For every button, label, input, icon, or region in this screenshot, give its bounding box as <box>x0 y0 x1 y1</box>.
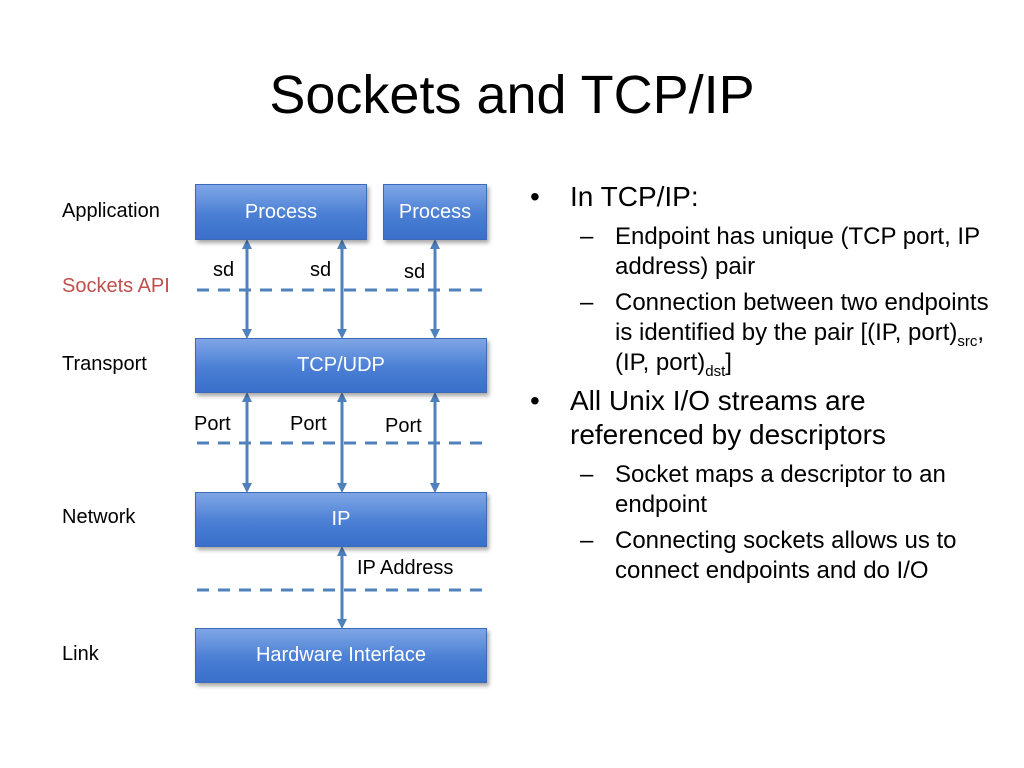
slide-title: Sockets and TCP/IP <box>269 65 755 125</box>
subscript-src: src <box>957 332 978 350</box>
sub-bullet-socket-maps: – Socket maps a descriptor to an endpoin… <box>530 460 1000 520</box>
bullet-icon: • <box>530 385 540 416</box>
ip-address-label: IP Address <box>357 557 454 579</box>
sub-bullet-endpoint: – Endpoint has unique (TCP port, IP addr… <box>530 222 1000 282</box>
layer-label-link: Link <box>62 643 99 665</box>
bullet-icon: • <box>530 181 540 212</box>
bullet-in-tcp-ip: • In TCP/IP: <box>530 180 1000 214</box>
sub-bullet-text: Endpoint has unique (TCP port, IP addres… <box>615 223 980 280</box>
hardware-interface-box: Hardware Interface <box>195 628 487 683</box>
port-label-1: Port <box>194 413 231 435</box>
sd-label-3: sd <box>404 261 426 283</box>
sd-label-1: sd <box>213 259 235 281</box>
subscript-dst: dst <box>705 362 726 380</box>
sd-label-2: sd <box>310 259 332 281</box>
ip-box: IP <box>195 492 487 547</box>
port-label-3: Port <box>385 415 422 437</box>
dash-icon: – <box>580 223 594 250</box>
process-box-1: Process <box>195 184 367 240</box>
layer-label-sockets-api: Sockets API <box>62 275 170 297</box>
sub-bullet-connecting-sockets: – Connecting sockets allows us to connec… <box>530 526 1000 586</box>
dash-icon: – <box>580 289 594 316</box>
sub-bullet-text: Connection between two endpoints is iden… <box>615 289 989 346</box>
sub-bullet-text: Connecting sockets allows us to connect … <box>615 527 957 584</box>
sub-bullet-connection: – Connection between two endpoints is id… <box>530 288 1000 380</box>
tcp-udp-box: TCP/UDP <box>195 338 487 393</box>
dash-icon: – <box>580 461 594 488</box>
bullet-list: • In TCP/IP: – Endpoint has unique (TCP … <box>530 180 1000 592</box>
process-box-2: Process <box>383 184 487 240</box>
bullet-unix-io: • All Unix I/O streams are referenced by… <box>530 384 1000 452</box>
sub-bullet-text-end: ] <box>725 349 732 376</box>
layer-label-network: Network <box>62 506 136 528</box>
sub-bullet-text: Socket maps a descriptor to an endpoint <box>615 461 946 518</box>
bullet-text: In TCP/IP: <box>570 181 699 212</box>
sub-bullet-text-mid: , (IP, port) <box>615 319 985 376</box>
port-label-2: Port <box>290 413 327 435</box>
bullet-text: All Unix I/O streams are referenced by d… <box>570 385 886 450</box>
layer-label-application: Application <box>62 200 160 222</box>
dash-icon: – <box>580 527 594 554</box>
layer-label-transport: Transport <box>62 353 147 375</box>
